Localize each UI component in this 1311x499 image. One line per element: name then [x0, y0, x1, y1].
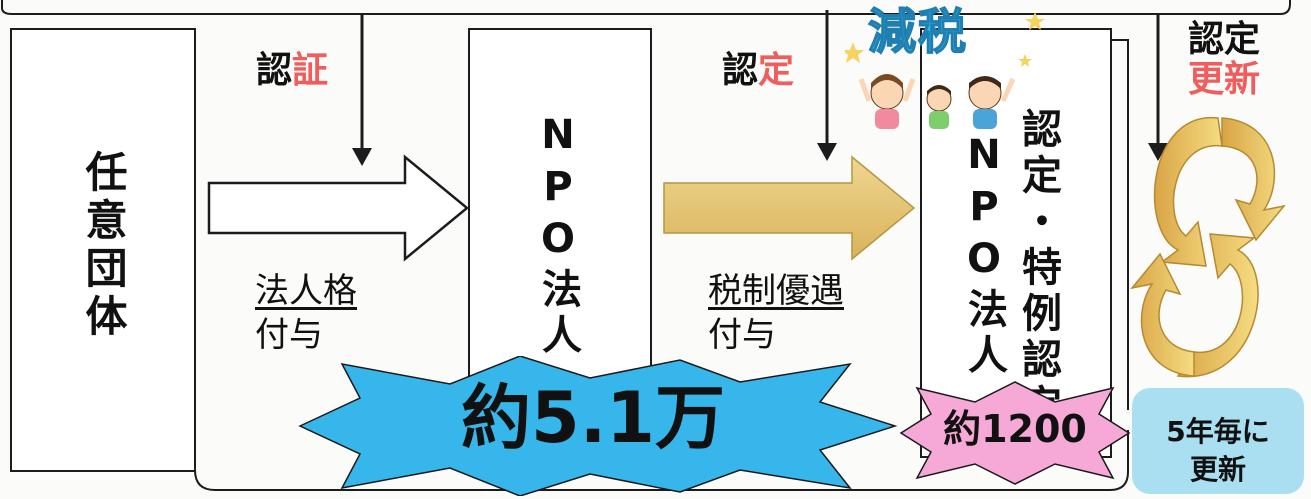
renewal-label-line2: 更新	[1188, 59, 1261, 100]
down-arrow-renewal	[1148, 14, 1168, 161]
tax-cut-badge: 減税	[867, 4, 969, 60]
down-arrow-nintei	[817, 10, 837, 161]
ninsho-label: 認証	[256, 50, 329, 91]
grant-tax-suffix: 付与	[708, 315, 776, 355]
voluntary-group-label: 任意団体	[79, 150, 128, 342]
down-arrow-ninsho	[352, 14, 372, 166]
right-top-line	[1112, 39, 1129, 410]
top-frame-line	[0, 0, 1291, 15]
npo-count-label: 約5.1万	[460, 377, 725, 459]
renewal-note-box: 5年毎に 更新	[1132, 388, 1304, 494]
grant-corporate-suffix: 付与	[255, 315, 323, 355]
certified-count-burst	[899, 381, 1131, 485]
nintei-label: 認定	[722, 50, 795, 91]
sparkle-icon	[845, 12, 1045, 67]
renewal-label-line1: 認定	[1188, 19, 1261, 60]
happy-people-icon	[858, 74, 1016, 129]
renewal-note-line1: 5年毎に	[1166, 415, 1270, 448]
arrow-grant-tax	[663, 155, 916, 261]
certified-count-label: 約1200	[943, 407, 1087, 451]
grant-tax-label: 税制優遇	[708, 271, 844, 311]
certified-npo-label-line1: 認定・特例認定	[1015, 108, 1061, 430]
bottom-bracket-line	[194, 430, 1129, 491]
renewal-note-line2: 更新	[1189, 453, 1246, 486]
renewal-cycle-icon	[1130, 117, 1286, 378]
voluntary-group-box: 任意団体	[10, 28, 196, 472]
arrow-grant-corporate	[207, 154, 469, 262]
npo-label: NPO法人	[535, 112, 581, 360]
certified-npo-label-line2: NPO法人	[961, 132, 1007, 380]
grant-corporate-label: 法人格	[255, 271, 357, 311]
npo-count-burst	[298, 356, 898, 496]
